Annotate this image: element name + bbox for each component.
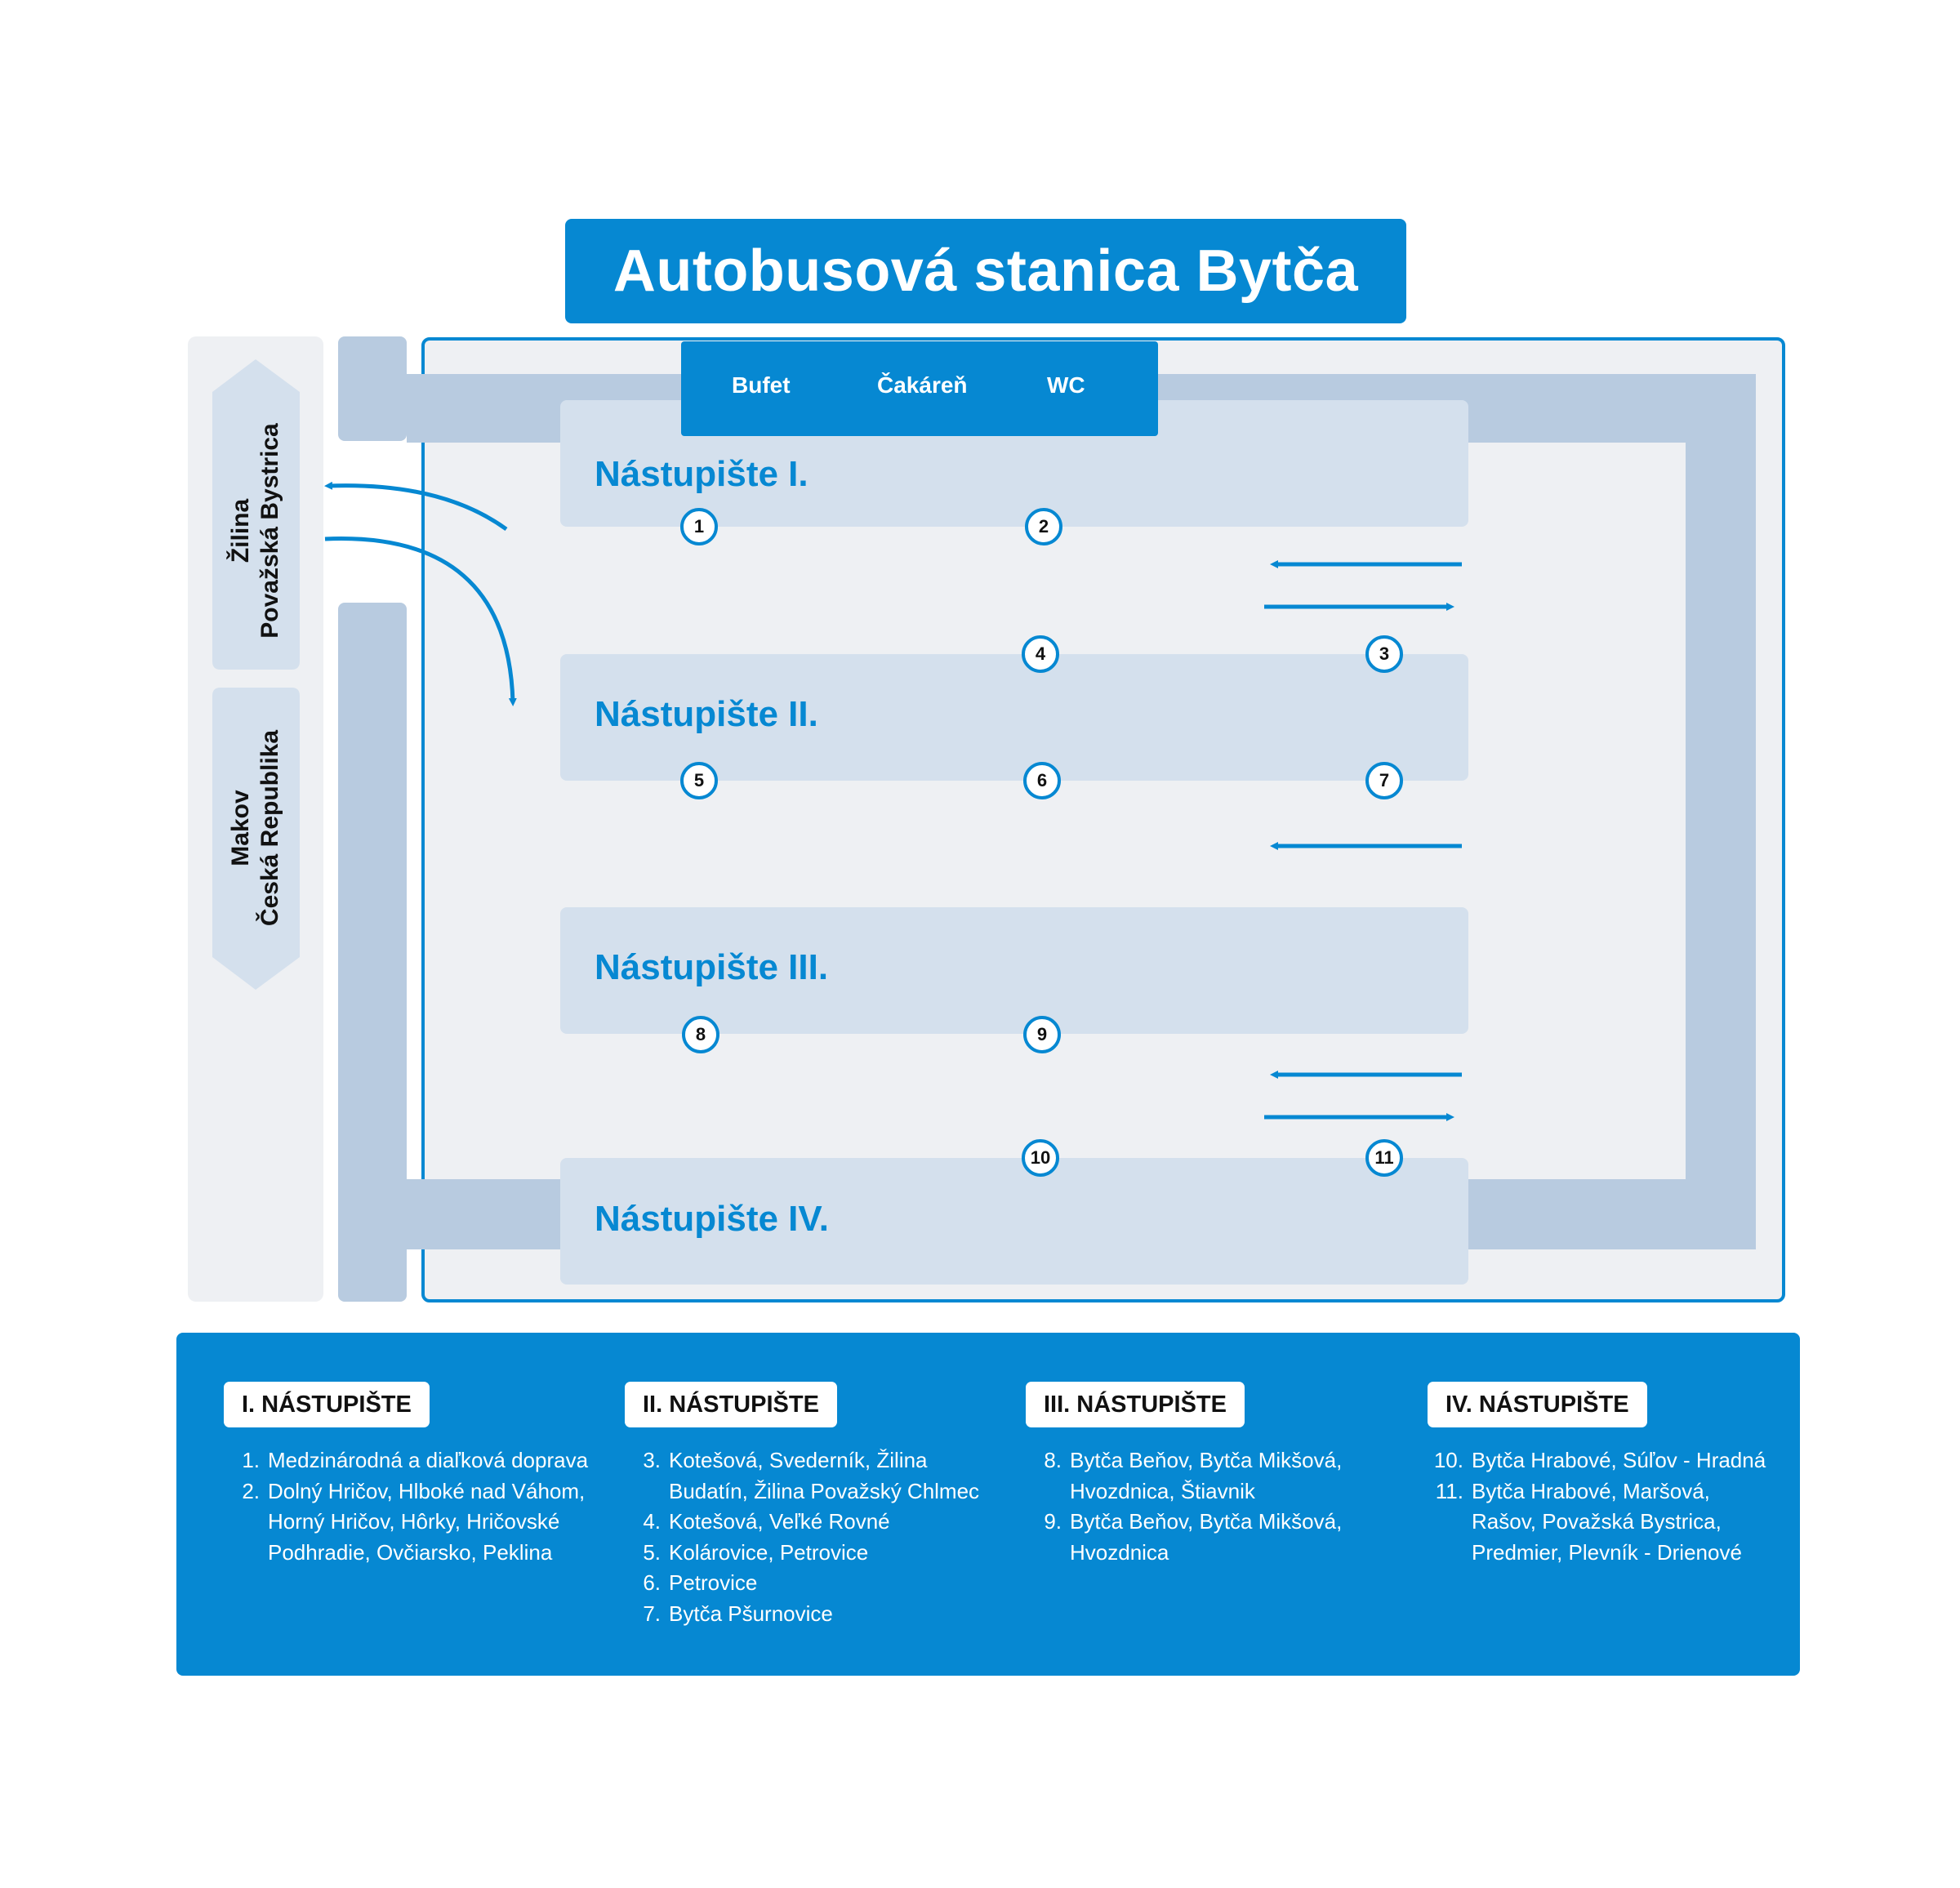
stop-number: 9 — [1036, 1024, 1048, 1044]
legend-heading: III. NÁSTUPIŠTE — [1026, 1382, 1245, 1427]
station-area — [421, 337, 1785, 1302]
legend-heading: II. NÁSTUPIŠTE — [625, 1382, 837, 1427]
entry-arrow — [324, 537, 517, 706]
road-segment — [338, 603, 407, 1302]
platform-legend: I. NÁSTUPIŠTE 1. Medzinárodná a diaľková… — [176, 1333, 1800, 1676]
facility-wc: WC — [1047, 372, 1085, 398]
platform-label-2: Nástupište II. — [595, 694, 818, 734]
legend-item: 8. Bytča Beňov, Bytča Mikšová, Hvozdnica… — [1044, 1448, 1343, 1503]
facility-cakaren: Čakáreň — [877, 372, 968, 398]
stop-number: 11 — [1374, 1147, 1394, 1168]
stop-number: 6 — [1036, 770, 1048, 790]
legend-heading: IV. NÁSTUPIŠTE — [1428, 1382, 1647, 1427]
direction-label-north: Žilina Považská Bystrica — [227, 423, 283, 639]
legend-list: 3. Kotešová, Svederník, Žilina Budatín, … — [625, 1445, 1000, 1629]
legend-item: 10. Bytča Hrabové, Súľov - Hradná — [1433, 1448, 1766, 1472]
platform-label-4: Nástupište IV. — [595, 1199, 829, 1239]
legend-item: 9. Bytča Beňov, Bytča Mikšová, Hvozdnica — [1044, 1509, 1343, 1565]
station-title-banner: Autobusová stanica Bytča — [565, 219, 1406, 323]
facility-bufet: Bufet — [732, 372, 791, 398]
stop-number: 4 — [1035, 643, 1046, 664]
legend-item: 2. Dolný Hričov, Hlboké nad Váhom, Horný… — [242, 1478, 586, 1565]
traffic-arrows — [1264, 560, 1462, 1121]
stop-number: 2 — [1038, 516, 1049, 537]
exit-arrow — [324, 481, 508, 532]
legend-item: 11. Bytča Hrabové, Maršová, Rašov, Považ… — [1435, 1478, 1742, 1565]
legend-list: 10. Bytča Hrabové, Súľov - Hradná 11. By… — [1428, 1445, 1803, 1568]
stop-number: 1 — [693, 516, 705, 537]
legend-heading: I. NÁSTUPIŠTE — [224, 1382, 430, 1427]
legend-item: 5. Kolárovice, Petrovice — [643, 1539, 869, 1565]
platform-4 — [560, 1158, 1468, 1285]
stop-markers — [680, 508, 1403, 1177]
legend-item: 1. Medzinárodná a diaľková doprava — [242, 1448, 589, 1472]
stop-number: 5 — [693, 770, 705, 790]
stop-number: 3 — [1379, 643, 1390, 664]
direction-badge-north — [212, 359, 300, 670]
page-title: Autobusová stanica Bytča — [612, 238, 1359, 304]
direction-badge-south — [212, 688, 300, 990]
stop-number: 7 — [1379, 770, 1390, 790]
legend-column-4: IV. NÁSTUPIŠTE 10. Bytča Hrabové, Súľov … — [1428, 1382, 1803, 1568]
direction-label-south: Makov Česká Republika — [227, 729, 283, 927]
legend-column-3: III. NÁSTUPIŠTE 8. Bytča Beňov, Bytča Mi… — [1026, 1382, 1401, 1568]
platform-2 — [560, 654, 1468, 781]
platform-3 — [560, 907, 1468, 1034]
station-building — [681, 341, 1158, 436]
platform-label-1: Nástupište I. — [595, 454, 808, 494]
stop-number: 8 — [695, 1024, 706, 1044]
platform-label-3: Nástupište III. — [595, 947, 829, 987]
legend-column-1: I. NÁSTUPIŠTE 1. Medzinárodná a diaľková… — [224, 1382, 599, 1568]
legend-list: 8. Bytča Beňov, Bytča Mikšová, Hvozdnica… — [1026, 1445, 1401, 1568]
stop-number: 10 — [1030, 1147, 1051, 1168]
legend-column-2: II. NÁSTUPIŠTE 3. Kotešová, Svederník, Ž… — [625, 1382, 1000, 1629]
legend-item: 6. Petrovice — [643, 1570, 758, 1595]
legend-list: 1. Medzinárodná a diaľková doprava 2. Do… — [224, 1445, 599, 1568]
road-segment — [338, 336, 407, 441]
legend-item: 7. Bytča Pšurnovice — [643, 1601, 833, 1626]
legend-item: 3. Kotešová, Svederník, Žilina Budatín, … — [643, 1448, 980, 1503]
legend-item: 4. Kotešová, Veľké Rovné — [643, 1509, 890, 1534]
